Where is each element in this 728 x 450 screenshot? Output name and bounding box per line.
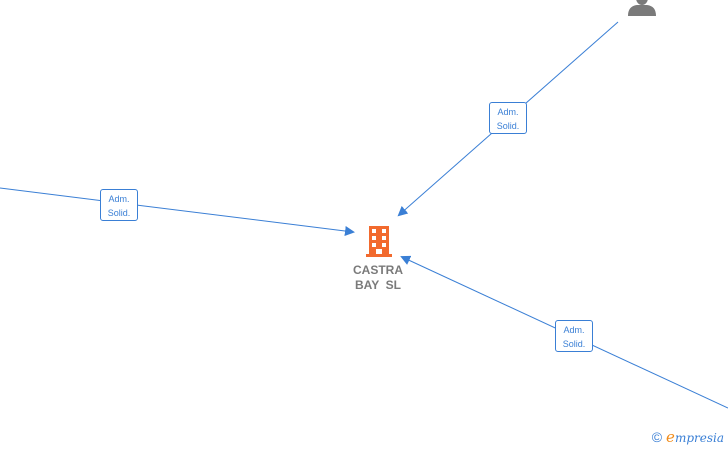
company-name-line1: CASTRA (353, 263, 403, 277)
relation-label-left[interactable]: Adm. Solid. (100, 189, 138, 221)
company-name[interactable]: CASTRA BAY SL (338, 263, 418, 293)
relation-label-line1: Adm. (563, 325, 585, 335)
brand-logo[interactable]: empresia (666, 428, 724, 446)
relation-label-top[interactable]: Adm. Solid. (489, 102, 527, 134)
edge-left (0, 187, 355, 236)
copyright-symbol: © (651, 429, 663, 445)
relation-label-line2: Solid. (496, 121, 520, 131)
relation-label-line1: Adm. (108, 194, 130, 204)
relation-label-line1: Adm. (497, 107, 519, 117)
relation-label-line2: Solid. (562, 339, 586, 349)
relation-label-line2: Solid. (107, 208, 131, 218)
footer-brand: © empresia (652, 428, 724, 446)
company-name-line2: BAY SL (354, 278, 402, 292)
relation-label-bottom[interactable]: Adm. Solid. (555, 320, 593, 352)
brand-initial: e (666, 428, 675, 446)
person-icon[interactable] (628, 0, 656, 16)
building-icon[interactable] (366, 226, 392, 257)
brand-name: mpresia (674, 431, 724, 445)
